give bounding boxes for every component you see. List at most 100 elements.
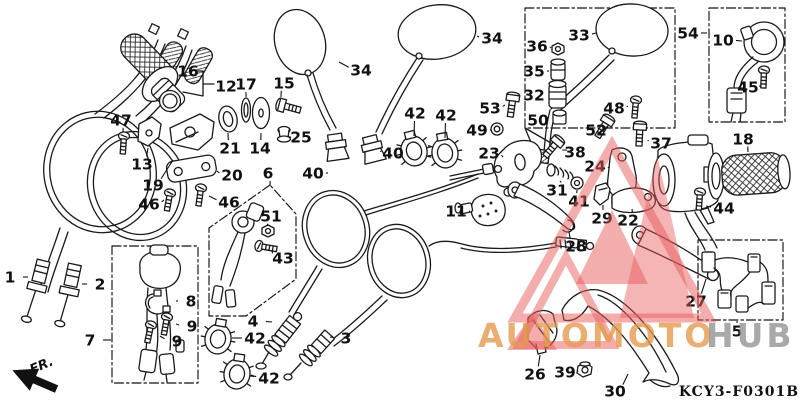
- part-label-8: 8: [186, 293, 197, 311]
- part-label-50: 50: [527, 112, 549, 130]
- part-20-lower-holder: [165, 154, 217, 183]
- part-46-screw: [192, 182, 208, 208]
- leader-line-40: [379, 150, 382, 153]
- part-label-34: 34: [350, 62, 372, 80]
- leader-line-34: [338, 61, 350, 68]
- leader-line-20: [216, 170, 220, 174]
- part-label-6: 6: [263, 165, 274, 183]
- part-45-screw: [757, 65, 771, 89]
- part-label-40: 40: [382, 145, 404, 163]
- part-10-switch-pod: [726, 21, 785, 123]
- part-label-13: 13: [131, 156, 153, 174]
- part-1-adjuster: [20, 258, 51, 324]
- leader-line-19: [160, 159, 174, 180]
- leader-line-34: [476, 35, 480, 38]
- diagram-code: KCY3-F0301B: [679, 384, 799, 400]
- assembly-box-6: [208, 184, 297, 317]
- part-label-51: 51: [260, 208, 282, 226]
- leader-line-48: [626, 105, 629, 108]
- leader-line-51: [266, 223, 269, 227]
- part-label-18: 18: [732, 131, 754, 149]
- leader-line-10: [735, 39, 743, 42]
- part-8-clamp: [144, 289, 171, 315]
- part-label-12: 12: [215, 78, 237, 96]
- assembly-box-5: [697, 239, 784, 321]
- leader-line-42: [250, 374, 257, 378]
- part-19-upper-holder: [169, 113, 215, 151]
- leader-line-27: [700, 278, 707, 294]
- leader-line-9: [175, 323, 180, 326]
- part-7-left-switch: [138, 244, 185, 383]
- part-label-43: 43: [272, 250, 294, 268]
- part-label-45: 45: [737, 79, 759, 97]
- part-49-nut: [490, 122, 504, 136]
- part-label-42: 42: [404, 105, 426, 123]
- leader-line-13: [146, 147, 149, 157]
- part-label-30: 30: [604, 383, 626, 400]
- part-label-39: 39: [554, 364, 576, 382]
- part-47-screw: [116, 130, 131, 155]
- watermark-text-gray: HUB: [706, 316, 795, 355]
- part-label-35: 35: [523, 63, 545, 81]
- leader-line-44: [705, 205, 712, 208]
- part-label-33: 33: [568, 27, 590, 45]
- part-label-46: 46: [138, 196, 160, 214]
- part-25-nut: [276, 125, 292, 143]
- part-label-11: 11: [445, 203, 467, 221]
- part-14-disc: [251, 96, 271, 130]
- watermark-triangle-inner: [576, 210, 648, 284]
- part-label-14: 14: [249, 140, 271, 158]
- leader-line-36: [549, 46, 552, 49]
- part-5-harness: [684, 211, 776, 313]
- part-label-42: 42: [244, 330, 266, 348]
- leader-line-28: [568, 231, 571, 239]
- part-label-10: 10: [712, 32, 734, 50]
- part-label-53: 53: [479, 100, 501, 118]
- part-35-cap: [550, 58, 566, 81]
- part-label-44: 44: [713, 200, 735, 218]
- watermark-text-orange: AUTOMOTO: [478, 316, 715, 355]
- leader-line-46: [208, 195, 217, 201]
- fr-arrow: [12, 368, 59, 393]
- part-label-20: 20: [221, 167, 243, 185]
- part-9-screw: [141, 319, 158, 345]
- fr-label: FR.: [28, 354, 56, 377]
- part-29-clip: [593, 182, 611, 206]
- part-label-46: 46: [218, 194, 240, 212]
- leader-line-26: [537, 354, 541, 367]
- part-label-17: 17: [235, 76, 257, 94]
- part-label-48: 48: [603, 100, 625, 118]
- part-36-nut: [551, 42, 565, 56]
- part-label-15: 15: [273, 75, 295, 93]
- part-label-3: 3: [341, 330, 352, 348]
- part-label-9: 9: [172, 333, 183, 351]
- part-label-54: 54: [677, 25, 699, 43]
- watermark-triangle-right: [620, 155, 694, 318]
- part-31-screw: [546, 163, 574, 181]
- part-label-9: 9: [187, 318, 198, 336]
- part-label-26: 26: [524, 366, 546, 384]
- part-label-16: 16: [177, 63, 199, 81]
- part-42-cover: [198, 315, 239, 358]
- part-53-bolt: [503, 90, 521, 119]
- part-label-21: 21: [219, 140, 241, 158]
- part-label-32: 32: [523, 87, 545, 105]
- part-label-47: 47: [110, 112, 132, 130]
- leader-line-3: [329, 336, 334, 339]
- right-switch-housing: [652, 134, 719, 225]
- watermark-triangle-large: [507, 135, 717, 323]
- assembly-box-54: [708, 7, 786, 123]
- leader-line-53: [502, 104, 506, 107]
- part-12-throttle-pipe: [141, 66, 186, 113]
- cable-4: [255, 162, 503, 370]
- part-15-bolt: [274, 96, 303, 118]
- part-50-nut: [552, 109, 567, 125]
- part-6-brake-switch: [211, 202, 265, 308]
- part-label-40: 40: [302, 165, 324, 183]
- leader-line-33: [591, 32, 597, 35]
- part-42-cover: [217, 351, 258, 392]
- leader-line-9: [159, 335, 165, 340]
